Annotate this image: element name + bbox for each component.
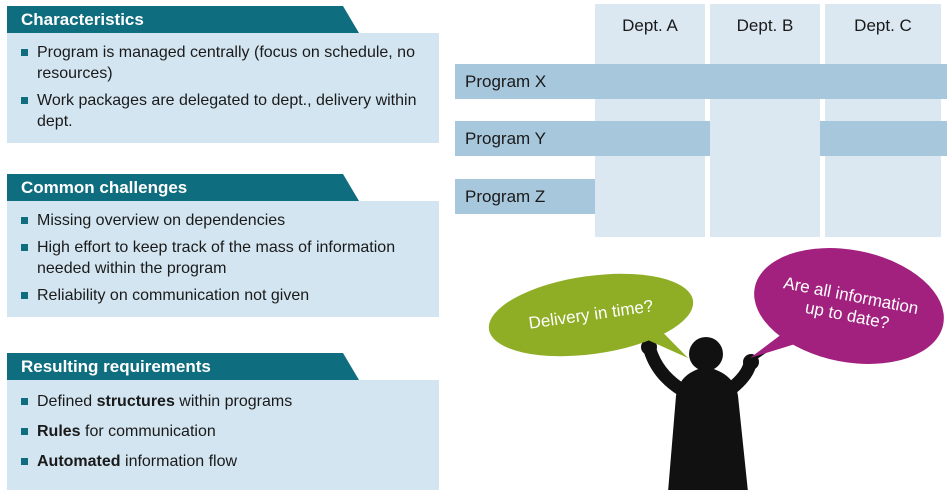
list-item: High effort to keep track of the mass of…: [15, 237, 429, 279]
panel-resulting-requirements-title: Resulting requirements: [7, 353, 359, 380]
bullet-square-icon: [21, 398, 28, 405]
dept-column-b: Dept. B: [710, 4, 820, 237]
bullet-text-post: information flow: [120, 453, 238, 470]
list-item: Program is managed centrally (focus on s…: [15, 42, 429, 84]
program-department-matrix: Dept. A Dept. B Dept. C Program X Progra…: [455, 0, 947, 242]
panel-common-challenges-body: Missing overview on dependencies High ef…: [7, 201, 439, 317]
dept-a-label: Dept. A: [622, 16, 678, 35]
dept-column-c: Dept. C: [825, 4, 941, 237]
panel-resulting-requirements-body: Defined structures within programs Rules…: [7, 380, 439, 490]
bullet-text-pre: Defined: [37, 393, 97, 410]
bullet-square-icon: [21, 428, 28, 435]
bullet-text-post: within programs: [174, 393, 293, 410]
bullet-square-icon: [21, 97, 28, 104]
panel-characteristics-title: Characteristics: [7, 6, 359, 33]
bullet-text: Defined structures within programs: [37, 391, 292, 412]
program-z-bar: Program Z: [455, 179, 595, 214]
bullet-text: High effort to keep track of the mass of…: [37, 239, 396, 277]
bullet-text-bold: Automated: [37, 453, 121, 470]
dept-column-a: Dept. A: [595, 4, 705, 237]
list-item: Reliability on communication not given: [15, 285, 429, 306]
program-y-bar-segment-1: Program Y: [455, 121, 710, 156]
program-x-bar: Program X: [455, 64, 947, 99]
conductor-silhouette-icon: [641, 322, 807, 490]
bullet-text: Automated information flow: [37, 451, 237, 472]
program-x-label: Program X: [465, 72, 547, 91]
program-z-label: Program Z: [465, 187, 546, 206]
bullet-text-bold: Rules: [37, 423, 81, 440]
bullet-text: Rules for communication: [37, 421, 216, 442]
list-item: Defined structures within programs: [15, 391, 429, 412]
bullet-square-icon: [21, 217, 28, 224]
bullet-square-icon: [21, 244, 28, 251]
bullet-text: Work packages are delegated to dept., de…: [37, 92, 417, 130]
speech-bubble-magenta-text: Are all information up to date?: [781, 273, 921, 333]
bullet-square-icon: [21, 458, 28, 465]
list-item: Rules for communication: [15, 421, 429, 442]
panel-resulting-requirements: Resulting requirements Defined structure…: [7, 353, 439, 490]
bullet-text-post: for communication: [80, 423, 216, 440]
bullet-text: Program is managed centrally (focus on s…: [37, 44, 415, 82]
list-item: Work packages are delegated to dept., de…: [15, 90, 429, 132]
program-y-bar-segment-2: [820, 121, 947, 156]
bullet-text: Reliability on communication not given: [37, 287, 310, 304]
panel-characteristics-body: Program is managed centrally (focus on s…: [7, 33, 439, 143]
list-item: Automated information flow: [15, 451, 429, 472]
panel-common-challenges: Common challenges Missing overview on de…: [7, 174, 439, 317]
program-y-label: Program Y: [465, 129, 546, 148]
bullet-square-icon: [21, 292, 28, 299]
dept-b-label: Dept. B: [736, 16, 794, 35]
panel-characteristics: Characteristics Program is managed centr…: [7, 6, 439, 143]
dept-c-label: Dept. C: [854, 16, 912, 35]
list-item: Missing overview on dependencies: [15, 210, 429, 231]
bullet-square-icon: [21, 49, 28, 56]
speech-bubble-green-text: Delivery in time?: [527, 296, 655, 333]
panel-common-challenges-title: Common challenges: [7, 174, 359, 201]
bullet-text-bold: structures: [96, 393, 175, 410]
bullet-text: Missing overview on dependencies: [37, 212, 286, 229]
